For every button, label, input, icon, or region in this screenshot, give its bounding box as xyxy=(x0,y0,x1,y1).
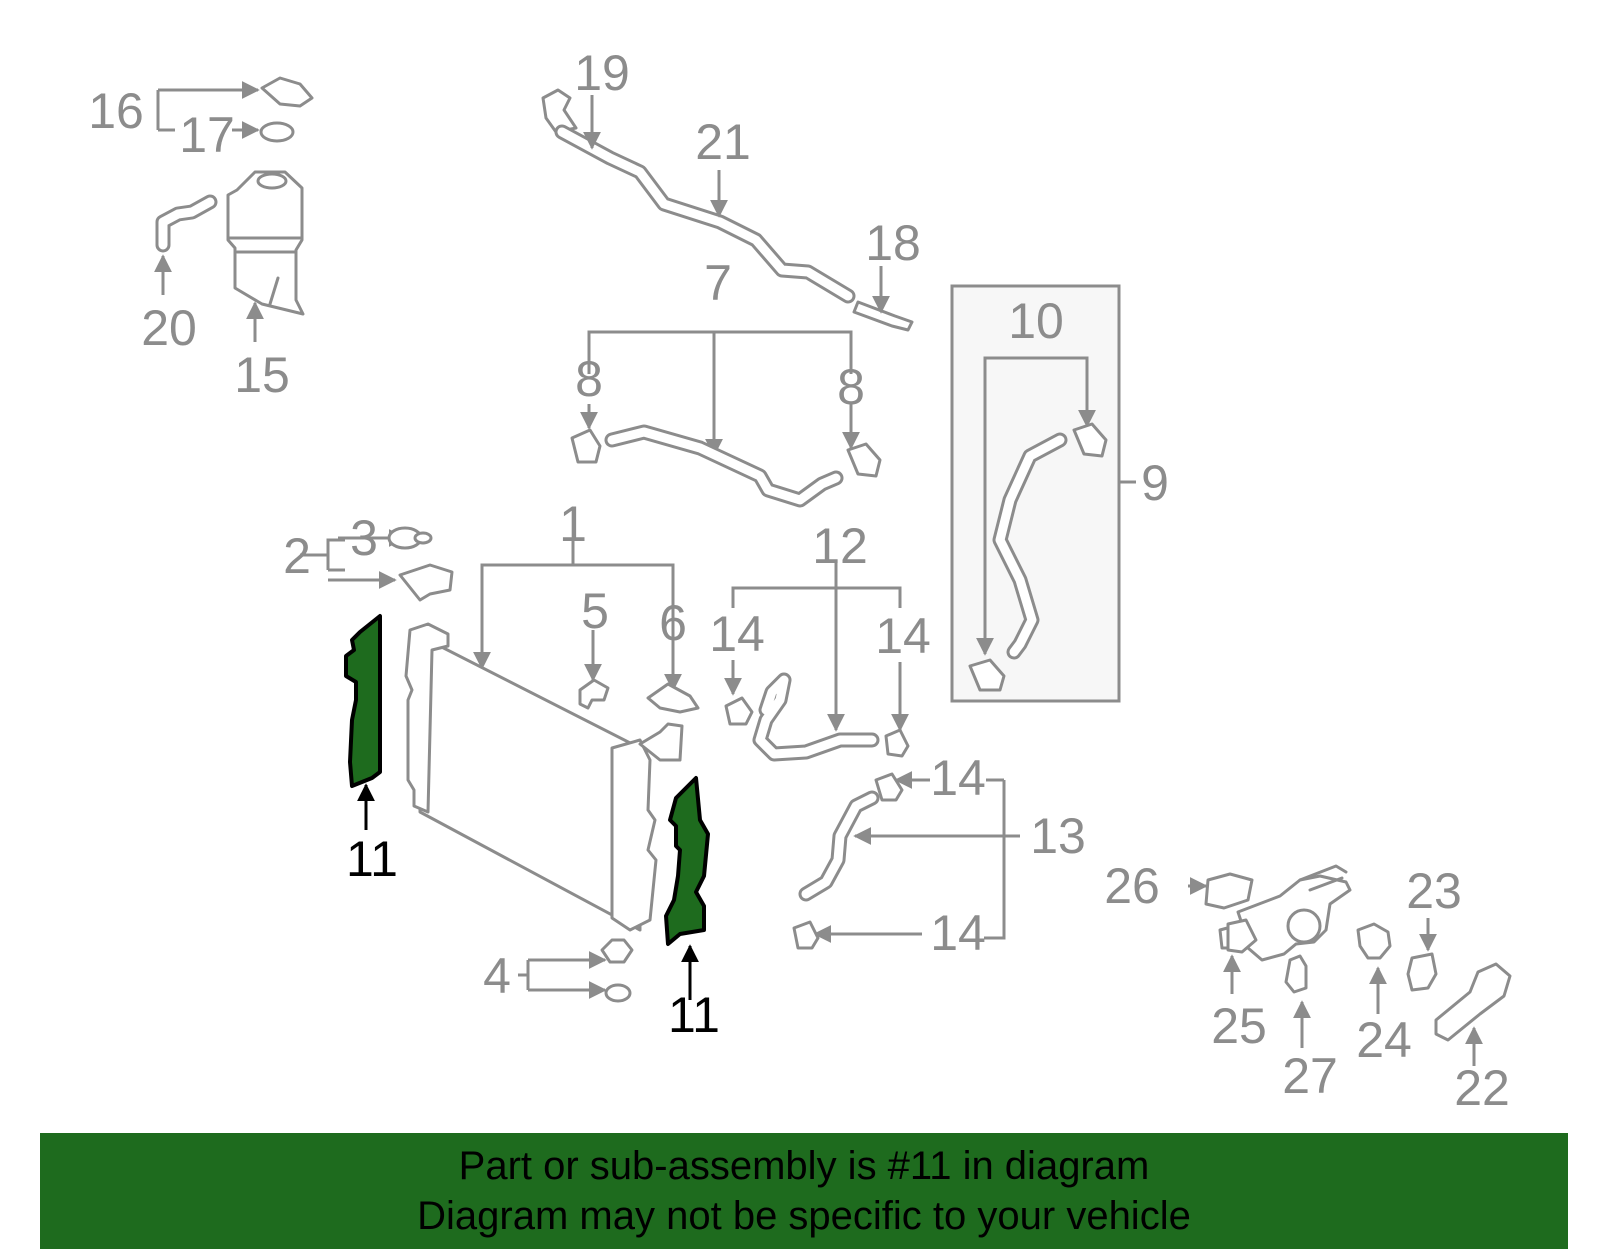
callout-3: 3 xyxy=(350,510,378,566)
callout-21: 21 xyxy=(695,114,751,170)
callout-labels: 1 2 3 4 5 6 7 8 8 9 10 11 11 12 13 14 14… xyxy=(88,45,1510,1116)
thermostat-gasket-part xyxy=(1406,952,1438,992)
hose-clamp-part xyxy=(724,696,754,726)
drain-plug-part xyxy=(578,678,610,710)
air-guide-left-part xyxy=(344,614,382,788)
radiator-cap-part xyxy=(646,682,700,714)
o-ring-part xyxy=(259,121,295,143)
water-inlet-part xyxy=(1434,962,1512,1042)
reservoir-tank-part xyxy=(226,170,305,316)
callout-10: 10 xyxy=(1008,293,1064,349)
hose-clamp-part xyxy=(874,772,904,802)
banner-line-2: Diagram may not be specific to your vehi… xyxy=(417,1194,1191,1238)
upper-hose-group xyxy=(570,330,882,508)
callout-19: 19 xyxy=(574,45,630,101)
callout-20: 20 xyxy=(141,300,197,356)
gasket-part xyxy=(1204,872,1254,910)
callout-14-a: 14 xyxy=(709,606,765,662)
callout-24: 24 xyxy=(1356,1012,1412,1068)
radiator-group xyxy=(300,526,700,1003)
thermostat-group xyxy=(1188,864,1512,1066)
callout-27: 27 xyxy=(1282,1048,1338,1104)
thermostat-part xyxy=(1356,922,1392,960)
callout-25: 25 xyxy=(1211,998,1267,1054)
bypass-hose-group xyxy=(724,560,1020,950)
callout-22: 22 xyxy=(1454,1060,1510,1116)
hose-clamp-part xyxy=(846,442,882,478)
hose-clip-part xyxy=(852,300,914,332)
temp-sensor-part xyxy=(1284,954,1308,994)
callout-11-left: 11 xyxy=(346,831,398,887)
lower-hose-box xyxy=(950,284,1136,703)
callout-6: 6 xyxy=(659,595,687,651)
radiator-core-part xyxy=(418,634,642,932)
hose-clamp-part xyxy=(1072,422,1108,458)
reservoir-group xyxy=(154,76,314,342)
callout-5: 5 xyxy=(581,583,609,639)
callout-26: 26 xyxy=(1104,858,1160,914)
banner-line-1: Part or sub-assembly is #11 in diagram xyxy=(458,1144,1150,1188)
callout-1: 1 xyxy=(559,496,587,552)
callout-8-right: 8 xyxy=(837,359,865,415)
callout-17: 17 xyxy=(179,107,235,163)
hose-bracket-part xyxy=(541,88,578,134)
callout-12: 12 xyxy=(812,518,868,574)
callout-11-right: 11 xyxy=(668,987,720,1043)
callout-14-b: 14 xyxy=(875,608,931,664)
callout-15: 15 xyxy=(234,347,290,403)
callout-14-c: 14 xyxy=(930,750,986,806)
rubber-cushion-part xyxy=(600,938,634,964)
callout-9: 9 xyxy=(1141,455,1169,511)
callout-23: 23 xyxy=(1406,863,1462,919)
hose-clamp-part xyxy=(968,658,1006,692)
callout-16: 16 xyxy=(88,83,144,139)
hose-clamp-part xyxy=(884,728,910,758)
hose-clamp-part xyxy=(570,428,602,464)
callout-8-left: 8 xyxy=(575,351,603,407)
overflow-hose-group xyxy=(541,88,914,332)
reservoir-cap-part xyxy=(260,76,314,108)
callout-7: 7 xyxy=(704,255,732,311)
callout-13: 13 xyxy=(1030,808,1086,864)
radiator-bracket-part xyxy=(398,563,454,602)
callout-14-d: 14 xyxy=(930,905,986,961)
hose-clamp-part xyxy=(792,920,820,950)
callout-2: 2 xyxy=(283,528,311,584)
air-guide-right-part xyxy=(664,776,710,946)
air-guide-group xyxy=(344,614,710,1000)
callout-18: 18 xyxy=(865,215,921,271)
callout-4: 4 xyxy=(483,948,511,1004)
info-banner: Part or sub-assembly is #11 in diagram D… xyxy=(40,1133,1568,1249)
